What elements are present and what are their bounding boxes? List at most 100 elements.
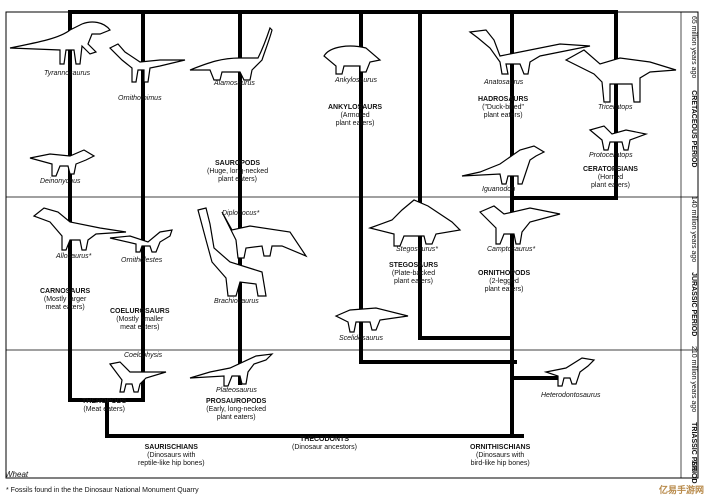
group-coelurosaurs-title: COELUROSAURS — [110, 308, 170, 315]
anatosaurus-figure — [468, 29, 591, 75]
group-stegosaurs-desc2: plant eaters) — [394, 278, 433, 285]
group-sauropods: SAUROPODS (Huge, long-necked plant eater… — [207, 160, 268, 184]
group-saurischians: SAURISCHIANS (Dinosaurs with reptile-lik… — [138, 444, 205, 468]
species-label-brachiosaurus: Brachiosaurus — [214, 298, 259, 305]
species-label-triceratops: Triceratops — [598, 104, 633, 111]
group-saurischians-title: SAURISCHIANS — [144, 444, 198, 451]
species-label-allosaurus: Allosaurus* — [56, 253, 92, 260]
alamosaurus-figure — [189, 26, 273, 81]
species-label-tyrannosaurus: Tyrannosaurus — [44, 70, 91, 77]
camptosaurus-figure — [478, 205, 561, 245]
artist-signature: Wheat — [5, 470, 29, 479]
ornitholestes-figure — [109, 229, 173, 253]
group-stegosaurs: STEGOSAURS (Plate-backed plant eaters) — [389, 262, 438, 286]
group-hadrosaurs-desc2: plant eaters) — [483, 112, 523, 119]
group-ceratopsians-desc1: (Horned — [597, 174, 624, 181]
period-cretaceous-time: 65 million years ago — [690, 16, 697, 79]
group-sauropods-desc1: (Huge, long-necked — [207, 168, 269, 175]
period-end-time: 245 — [690, 460, 697, 472]
group-prosauropods-desc1: (Early, long-necked — [206, 406, 267, 413]
period-cretaceous: 65 million years ago CRETACEOUS PERIOD — [689, 16, 697, 168]
diplodocus-figure — [221, 211, 308, 259]
group-sauropods-title: SAUROPODS — [214, 160, 261, 167]
species-label-ankylosaurus: Ankylosaurus — [335, 77, 378, 84]
group-stegosaurs-desc1: (Plate-backed — [391, 270, 436, 277]
iguanodon-figure — [461, 145, 546, 185]
deinonychus-figure — [29, 149, 96, 177]
group-prosauropods: PROSAUROPODS (Early, long-necked plant e… — [206, 398, 266, 422]
species-label-diplodocus: Diplodocus* — [222, 210, 260, 217]
tyrannosaurus-figure — [9, 21, 111, 65]
group-thecodonts-desc1: (Dinosaur ancestors) — [292, 444, 357, 451]
group-ornithopods: ORNITHOPODS (2-legged plant eaters) — [478, 270, 530, 294]
group-ornithischians-desc2: bird-like hip bones) — [470, 460, 530, 467]
group-ornithopods-desc2: plant eaters) — [484, 286, 524, 293]
group-theropods: THEROPODS (Meat eaters) — [82, 398, 126, 414]
species-label-plateosaurus: Plateosaurus — [216, 387, 257, 394]
brachiosaurus-figure — [197, 207, 267, 297]
species-label-camptosaurus: Camptosaurus* — [487, 246, 536, 253]
species-label-deinonychus: Deinonychus — [40, 178, 81, 185]
triceratops-figure — [564, 49, 677, 103]
period-triassic-name: TRIASSIC PERIOD — [690, 422, 697, 484]
group-ankylosaurs-desc1: (Armored — [340, 112, 370, 119]
group-theropods-desc1: (Meat eaters) — [83, 406, 125, 413]
species-label-coelophysis: Coelophysis — [124, 352, 163, 359]
group-ankylosaurs: ANKYLOSAURS (Armored plant eaters) — [328, 104, 382, 128]
group-ornithopods-desc1: (2-legged — [489, 278, 519, 285]
heterodontosaurus-figure — [543, 357, 596, 387]
group-ankylosaurs-desc2: plant eaters) — [335, 120, 375, 127]
plateosaurus-figure — [189, 353, 274, 387]
group-carnosaurs-title: CARNOSAURS — [40, 288, 91, 295]
group-prosauropods-title: PROSAUROPODS — [206, 398, 267, 405]
group-ankylosaurs-title: ANKYLOSAURS — [328, 104, 383, 111]
species-label-protoceratops: Protoceratops — [589, 152, 633, 159]
species-label-stegosaurus: Stegosaurus* — [396, 246, 439, 253]
footnote: * Fossils found in the the Dinosaur Nati… — [6, 487, 199, 494]
group-sauropods-desc2: plant eaters) — [218, 176, 257, 183]
protoceratops-figure — [588, 125, 649, 151]
species-label-anatosaurus: Anatosaurus — [484, 79, 524, 86]
group-ceratopsians-desc2: plant eaters) — [591, 182, 630, 189]
group-ceratopsians: CERATOPSIANS (Horned plant eaters) — [583, 166, 638, 190]
group-coelurosaurs-desc2: meat eaters) — [120, 324, 160, 331]
species-label-scelidosaurus: Scelidosaurus — [339, 335, 383, 342]
group-saurischians-desc2: reptile-like hip bones) — [138, 460, 205, 467]
group-coelurosaurs-desc1: (Mostly smaller — [116, 316, 164, 323]
group-hadrosaurs-title: HADROSAURS — [478, 96, 529, 103]
period-jurassic-time: 140 million years ago — [690, 196, 697, 263]
group-coelurosaurs: COELUROSAURS (Mostly smaller meat eaters… — [110, 308, 170, 332]
period-jurassic-name: JURASSIC PERIOD — [690, 272, 697, 337]
group-hadrosaurs: HADROSAURS ("Duck-billed" plant eaters) — [478, 96, 528, 120]
watermark: 亿易手游网 — [658, 485, 704, 495]
species-label-ornithomimus: Ornithomimus — [118, 95, 162, 102]
allosaurus-figure — [32, 207, 127, 251]
scelidosaurus-figure — [334, 307, 409, 333]
group-saurischians-desc1: (Dinosaurs with — [147, 452, 196, 459]
species-label-heterodontosaurus: Heterodontosaurus — [541, 392, 601, 399]
group-thecodonts: THECODONTS (Dinosaur ancestors) — [292, 436, 357, 452]
group-ornithischians-title: ORNITHISCHIANS — [470, 444, 531, 451]
period-cretaceous-name: CRETACEOUS PERIOD — [690, 90, 697, 168]
ornithomimus-figure — [108, 43, 186, 83]
species-label-iguanodon: Iguanodon — [482, 186, 516, 193]
species-label-alamosaurus: Alamosaurus — [214, 80, 255, 87]
period-jurassic: 140 million years ago JURASSIC PERIOD — [689, 196, 697, 336]
group-ceratopsians-title: CERATOPSIANS — [583, 166, 638, 173]
group-carnosaurs-desc2: meat eaters) — [45, 304, 85, 311]
group-carnosaurs-desc1: (Mostly larger — [43, 296, 87, 303]
group-ornithischians-desc1: (Dinosaurs with — [476, 452, 525, 459]
dino-silhouettes — [9, 21, 677, 393]
tree-lines — [68, 10, 618, 438]
group-prosauropods-desc2: plant eaters) — [216, 414, 256, 421]
ankylosaurus-figure — [323, 45, 382, 75]
species-label-ornitholestes: Ornitholestes — [121, 257, 163, 264]
group-ornithischians: ORNITHISCHIANS (Dinosaurs with bird-like… — [470, 444, 530, 468]
coelophysis-figure — [108, 361, 167, 393]
group-theropods-title: THEROPODS — [82, 398, 127, 405]
group-stegosaurs-title: STEGOSAURS — [389, 262, 439, 269]
group-hadrosaurs-desc1: ("Duck-billed" — [482, 104, 525, 111]
period-triassic-time: 210 million years ago — [690, 346, 697, 413]
group-carnosaurs: CARNOSAURS (Mostly larger meat eaters) — [40, 288, 90, 312]
